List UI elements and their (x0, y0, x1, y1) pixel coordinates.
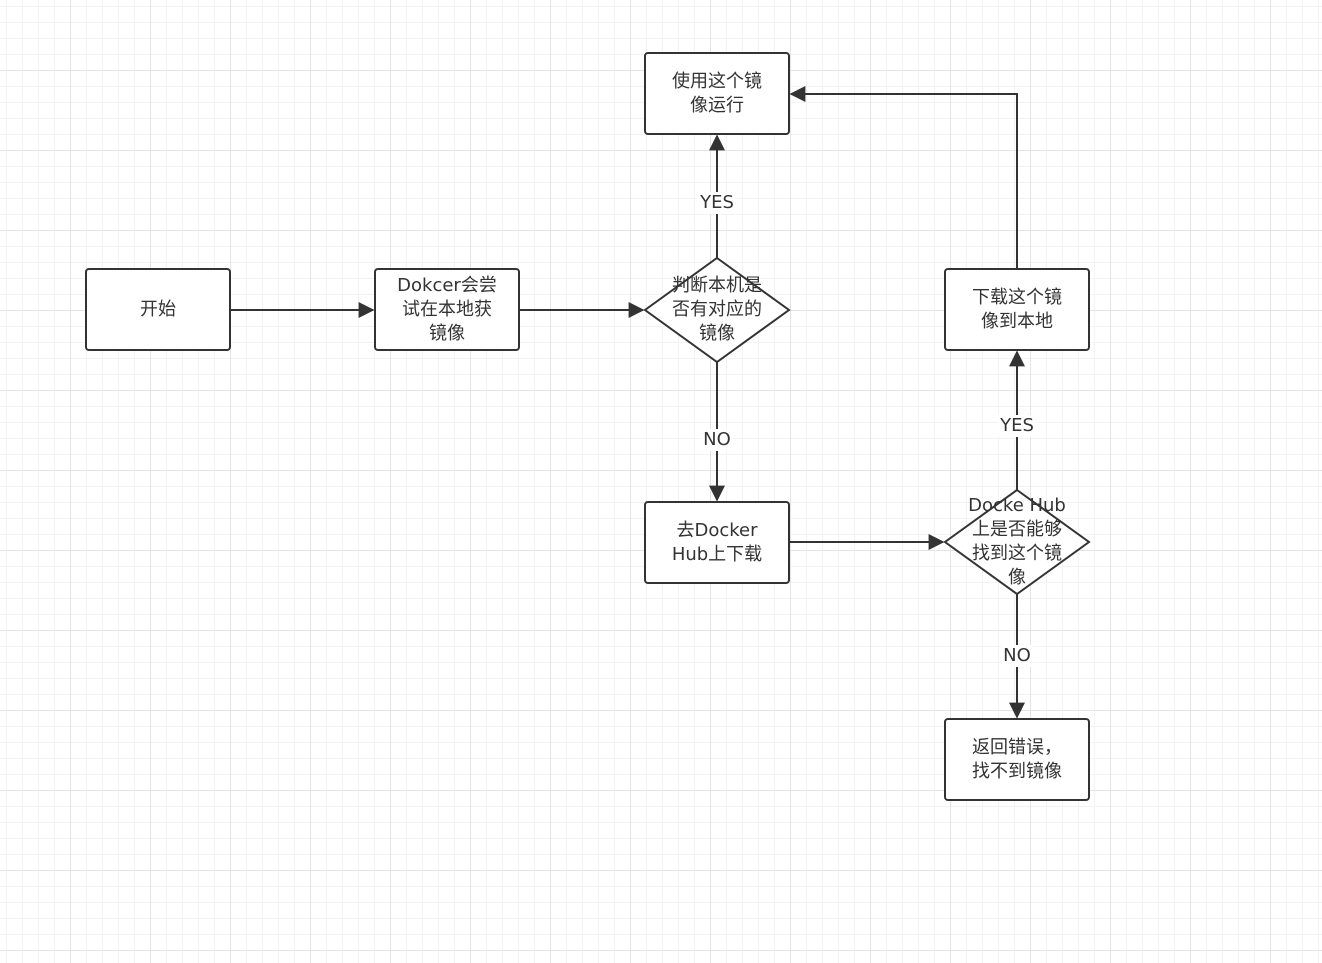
node-download: 下载这个镜 像到本地 (944, 268, 1090, 351)
node-go-hub: 去Docker Hub上下载 (644, 501, 790, 584)
node-use-image: 使用这个镜 像运行 (644, 52, 790, 135)
node-hub-check: Docke Hub 上是否能够 找到这个镜 像 (968, 495, 1066, 588)
edge-label-hub-yes: YES (998, 415, 1036, 437)
node-start: 开始 (85, 268, 231, 351)
node-error: 返回错误， 找不到镜像 (944, 718, 1090, 801)
decision-judge-local (643, 256, 791, 364)
edge-label-judge-yes: YES (698, 192, 736, 214)
node-try-local: Dokcer会尝 试在本地获 镜像 (374, 268, 520, 351)
edge-label-hub-no: NO (1001, 645, 1033, 667)
edge-download-to-use (789, 86, 1018, 268)
edge-label-judge-no: NO (701, 429, 733, 451)
node-judge-local: 判断本机是 否有对应的 镜像 (672, 275, 762, 344)
decision-hub-check (943, 488, 1091, 596)
